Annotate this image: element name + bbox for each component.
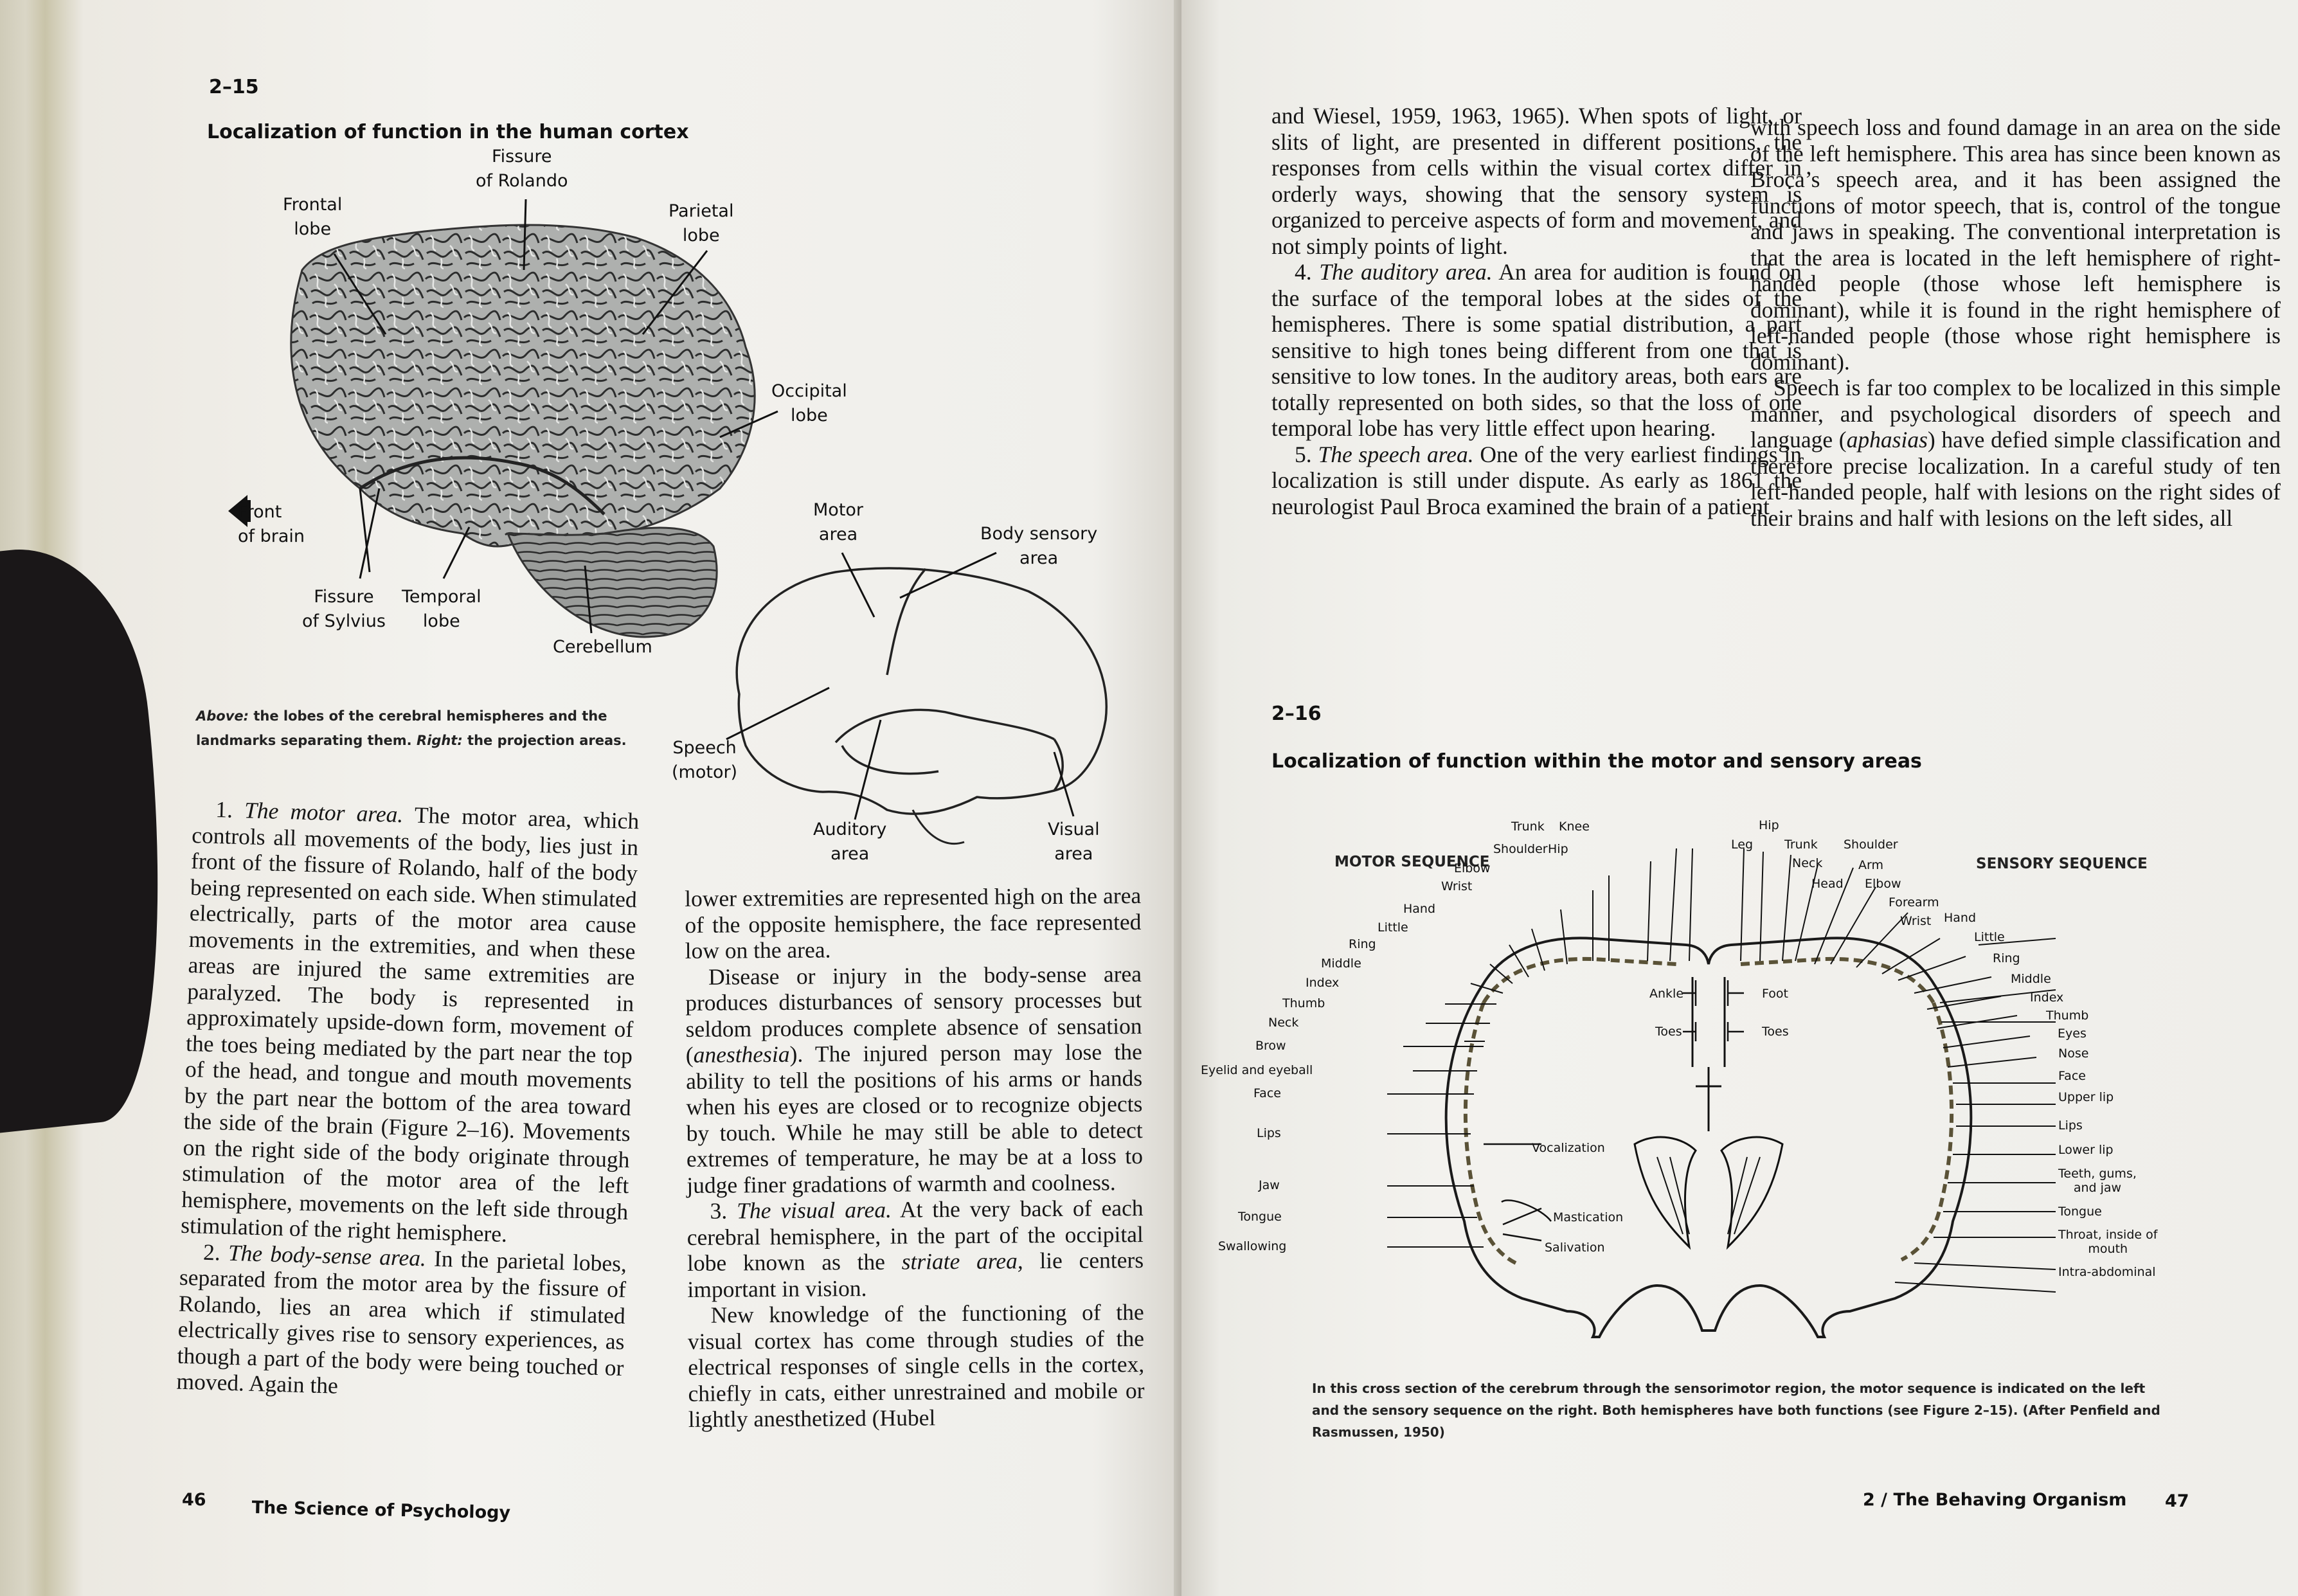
motor-label-thumb: Thumb bbox=[1282, 996, 1325, 1010]
right-page: and Wiesel, 1959, 1963, 1965). When spot… bbox=[1181, 0, 2298, 1596]
sensory-label-intra-abdominal: Intra-abdominal bbox=[2058, 1265, 2156, 1279]
motor-label-index: Index bbox=[1306, 976, 1340, 990]
sensory-label-head: Head bbox=[1811, 877, 1844, 891]
sensory-label-throat: Throat, inside of mouth bbox=[2058, 1228, 2158, 1256]
sensory-label-elbow: Elbow bbox=[1865, 877, 1901, 891]
label-occipital-lobe: Occipital lobe bbox=[771, 381, 847, 426]
paragraph-disease: Disease or injury in the body-sense area… bbox=[685, 960, 1144, 1198]
motor-label-neck: Neck bbox=[1268, 1016, 1299, 1030]
sensory-label-thumb: Thumb bbox=[2046, 1009, 2089, 1023]
label-vocalization: Vocalization bbox=[1532, 1141, 1605, 1155]
sensory-label-upper-lip: Upper lip bbox=[2058, 1090, 2114, 1104]
paragraph-aphasias: Speech is far too complex to be localize… bbox=[1750, 375, 2281, 531]
sensory-label-hip: Hip bbox=[1759, 818, 1779, 832]
motor-label-jaw: Jaw bbox=[1259, 1178, 1280, 1192]
motor-label-wrist: Wrist bbox=[1441, 879, 1473, 893]
figure-title-2: Localization of function within the moto… bbox=[1271, 750, 1922, 773]
label-front-of-brain: Front of brain bbox=[238, 502, 305, 546]
label-motor-area: Motor area bbox=[813, 500, 864, 544]
figure-number: 2–15 bbox=[209, 76, 259, 98]
motor-label-hand: Hand bbox=[1403, 902, 1436, 916]
label-mastication: Mastication bbox=[1553, 1210, 1624, 1224]
motor-label-lips: Lips bbox=[1257, 1126, 1281, 1140]
motor-label-middle: Middle bbox=[1321, 956, 1361, 971]
label-salivation: Salivation bbox=[1545, 1241, 1605, 1255]
page-number-left: 46 bbox=[182, 1490, 206, 1510]
label-parietal-lobe: Parietal lobe bbox=[669, 201, 734, 246]
label-temporal-lobe: Temporal lobe bbox=[402, 587, 481, 631]
label-frontal-lobe: Frontal lobe bbox=[283, 195, 343, 239]
motor-sequence-heading: MOTOR SEQUENCE bbox=[1334, 854, 1490, 870]
cerebrum-cross-section bbox=[1387, 848, 2056, 1338]
sensory-label-middle: Middle bbox=[2011, 972, 2051, 986]
paragraph-motor-area: 1. The motor area. The motor area, which… bbox=[180, 796, 640, 1247]
running-head-left: The Science of Psychology bbox=[251, 1498, 511, 1523]
motor-label-face: Face bbox=[1253, 1086, 1281, 1100]
sensory-label-eyes: Eyes bbox=[2058, 1027, 2087, 1041]
motor-label-tongue: Tongue bbox=[1238, 1210, 1282, 1224]
motor-label-knee: Knee bbox=[1559, 820, 1590, 834]
figure-caption: Above: the lobes of the cerebral hemisph… bbox=[196, 708, 627, 748]
label-fissure-sylvius: Fissure of Sylvius bbox=[302, 587, 386, 631]
sensory-label-trunk: Trunk bbox=[1784, 838, 1818, 852]
label-body-sensory-area: Body sensory area bbox=[980, 524, 1098, 568]
brain-illustration bbox=[228, 199, 778, 638]
label-speech-motor: Speech (motor) bbox=[672, 738, 738, 782]
sensory-label-neck: Neck bbox=[1792, 856, 1823, 870]
sensory-label-teeth: Teeth, gums, and jaw bbox=[2058, 1167, 2137, 1195]
sensory-label-lips: Lips bbox=[2058, 1118, 2083, 1133]
sensory-label-little: Little bbox=[1974, 930, 2005, 944]
sensory-label-wrist: Wrist bbox=[1900, 914, 1932, 928]
sensory-label-toes: Toes bbox=[1762, 1025, 1789, 1039]
left-page: 2–15 Localization of function in the hum… bbox=[0, 0, 1181, 1596]
paragraph-continued: lower extremities are represented high o… bbox=[685, 883, 1142, 964]
sensory-label-lower-lip: Lower lip bbox=[2058, 1143, 2114, 1157]
label-cerebellum: Cerebellum bbox=[553, 637, 652, 657]
motor-label-swallowing: Swallowing bbox=[1218, 1239, 1287, 1253]
label-visual-area: Visual area bbox=[1048, 820, 1100, 864]
sensory-label-face: Face bbox=[2058, 1069, 2086, 1083]
sensory-label-tongue: Tongue bbox=[2058, 1205, 2102, 1219]
running-head-right: 2 / The Behaving Organism bbox=[1863, 1490, 2127, 1510]
motor-label-toes: Toes bbox=[1655, 1025, 1682, 1039]
sensory-label-arm: Arm bbox=[1858, 858, 1883, 872]
paragraph-visual-area: 3. The visual area. At the very back of … bbox=[687, 1195, 1144, 1302]
sensory-label-foot: Foot bbox=[1762, 987, 1788, 1001]
sensory-sequence-heading: SENSORY SEQUENCE bbox=[1976, 856, 2148, 872]
sensory-label-index: Index bbox=[2030, 991, 2064, 1005]
motor-label-hip: Hip bbox=[1548, 842, 1568, 856]
sensory-label-shoulder: Shoulder bbox=[1844, 838, 1898, 852]
body-column-4: with speech loss and found damage in an … bbox=[1750, 114, 2281, 531]
body-column-3: and Wiesel, 1959, 1963, 1965). When spot… bbox=[1271, 103, 1802, 519]
label-auditory-area: Auditory area bbox=[813, 820, 887, 864]
sensory-label-forearm: Forearm bbox=[1889, 895, 1939, 910]
body-column-1: 1. The motor area. The motor area, which… bbox=[176, 796, 640, 1407]
figure-title: Localization of function in the human co… bbox=[207, 121, 689, 143]
motor-label-little: Little bbox=[1378, 920, 1408, 935]
paragraph-speech-area: 5. The speech area. One of the very earl… bbox=[1271, 441, 1802, 519]
sensory-label-nose: Nose bbox=[2058, 1046, 2089, 1061]
paragraph-new-knowledge: New knowledge of the functioning of the … bbox=[687, 1299, 1145, 1432]
sensory-label-leg: Leg bbox=[1731, 838, 1754, 852]
figure-number-2: 2–16 bbox=[1271, 703, 1322, 725]
paragraph-body-sense-area: 2. The body-sense area. In the parietal … bbox=[176, 1239, 627, 1399]
body-column-2: lower extremities are represented high o… bbox=[685, 883, 1145, 1432]
motor-label-ring: Ring bbox=[1349, 937, 1376, 951]
page-number-right: 47 bbox=[2165, 1491, 2189, 1511]
paragraph-hubel-wiesel: and Wiesel, 1959, 1963, 1965). When spot… bbox=[1271, 103, 1802, 259]
sensory-label-hand: Hand bbox=[1944, 911, 1977, 925]
paragraph-broca: with speech loss and found damage in an … bbox=[1750, 114, 2281, 375]
sensory-label-ring: Ring bbox=[1993, 951, 2020, 965]
motor-label-ankle: Ankle bbox=[1649, 987, 1684, 1001]
motor-label-elbow: Elbow bbox=[1454, 861, 1491, 875]
label-fissure-rolando: Fissure of Rolando bbox=[476, 147, 568, 191]
motor-label-brow: Brow bbox=[1255, 1039, 1286, 1053]
motor-label-trunk: Trunk bbox=[1511, 820, 1545, 834]
figure-caption-2: In this cross section of the cerebrum th… bbox=[1312, 1381, 2160, 1440]
motor-label-eyelid: Eyelid and eyeball bbox=[1201, 1063, 1313, 1077]
projection-areas-drawing bbox=[726, 551, 1108, 845]
paragraph-auditory-area: 4. The auditory area. An area for auditi… bbox=[1271, 259, 1802, 441]
motor-label-shoulder: Shoulder bbox=[1493, 842, 1548, 856]
